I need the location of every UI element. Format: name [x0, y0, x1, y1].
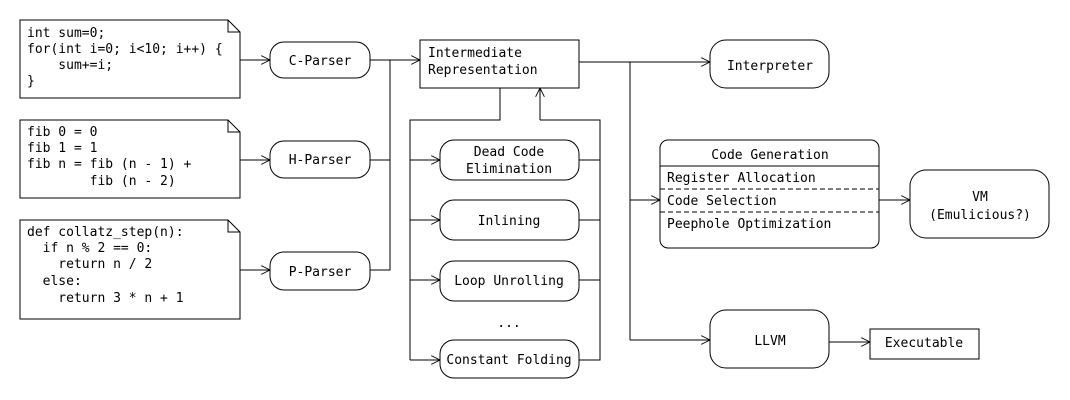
codegen-step-register-allocation: Register Allocation — [667, 171, 816, 186]
llvm-node: LLVM — [709, 309, 830, 369]
c-parser-node: C-Parser — [269, 41, 371, 79]
vm-label-line2: (Emulicious?) — [929, 208, 1031, 223]
optimizations-return-connector — [540, 119, 601, 361]
h-source-note: fib 0 = 0 fib 1 = 1 fib n = fib (n - 1) … — [19, 119, 241, 199]
p-source-line: if n % 2 == 0: — [27, 241, 152, 256]
codegen-step-peephole-optimization: Peephole Optimization — [667, 217, 831, 232]
parsers-to-ir-connector — [370, 59, 391, 271]
dce-label-line2: Elimination — [466, 162, 552, 177]
h-source-line: fib n = fib (n - 1) + — [27, 157, 192, 172]
loop-unrolling-node: Loop Unrolling — [439, 260, 580, 302]
ir-label-line1: Intermediate — [428, 46, 522, 61]
c-source-note: int sum=0; for(int i=0; i<10; i++) { sum… — [19, 19, 241, 99]
h-source-line: fib 0 = 0 — [27, 125, 97, 140]
c-source-line: int sum=0; — [27, 26, 105, 41]
c-source-line: } — [27, 74, 35, 89]
c-source-line: sum+=i; — [27, 58, 113, 73]
loop-unrolling-label: Loop Unrolling — [454, 274, 564, 289]
p-source-line: def collatz_step(n): — [27, 225, 184, 240]
codegen-step-code-selection: Code Selection — [667, 194, 777, 209]
executable-node: Executable — [869, 328, 980, 360]
ir-node: Intermediate Representation — [419, 39, 580, 89]
constant-folding-node: Constant Folding — [439, 339, 580, 379]
ir-to-optimizations-connector — [409, 88, 501, 360]
ir-label-line2: Representation — [428, 63, 538, 78]
inlining-node: Inlining — [439, 199, 580, 241]
c-source-line: for(int i=0; i<10; i++) { — [27, 42, 223, 57]
p-source-line: return n / 2 — [27, 257, 152, 272]
p-parser-label: P-Parser — [289, 265, 352, 280]
code-generation-title: Code Generation — [711, 148, 828, 163]
inlining-label: Inlining — [478, 214, 541, 229]
c-parser-label: C-Parser — [289, 54, 352, 69]
interpreter-label: Interpreter — [727, 59, 813, 74]
interpreter-node: Interpreter — [709, 39, 830, 89]
dce-label-line1: Dead Code — [474, 145, 545, 160]
h-source-line: fib (n - 2) — [27, 174, 176, 189]
h-parser-label: H-Parser — [289, 153, 352, 168]
llvm-label: LLVM — [754, 334, 785, 349]
h-parser-node: H-Parser — [269, 140, 371, 179]
vm-label-line1: VM — [972, 190, 988, 205]
more-optimizations-ellipsis: ... — [497, 316, 520, 331]
vm-node: VM (Emulicious?) — [909, 169, 1050, 239]
dce-node: Dead Code Elimination — [439, 139, 580, 181]
code-generation-node: Code Generation Register Allocation Code… — [659, 139, 880, 249]
p-source-note: def collatz_step(n): if n % 2 == 0: retu… — [19, 219, 241, 320]
constant-folding-label: Constant Folding — [446, 353, 571, 368]
p-source-line: return 3 * n + 1 — [27, 291, 184, 306]
p-parser-node: P-Parser — [269, 251, 371, 291]
p-source-line: else: — [27, 274, 82, 289]
executable-label: Executable — [885, 336, 963, 351]
ir-to-backends-connector — [579, 61, 631, 340]
h-source-line: fib 1 = 1 — [27, 141, 97, 156]
